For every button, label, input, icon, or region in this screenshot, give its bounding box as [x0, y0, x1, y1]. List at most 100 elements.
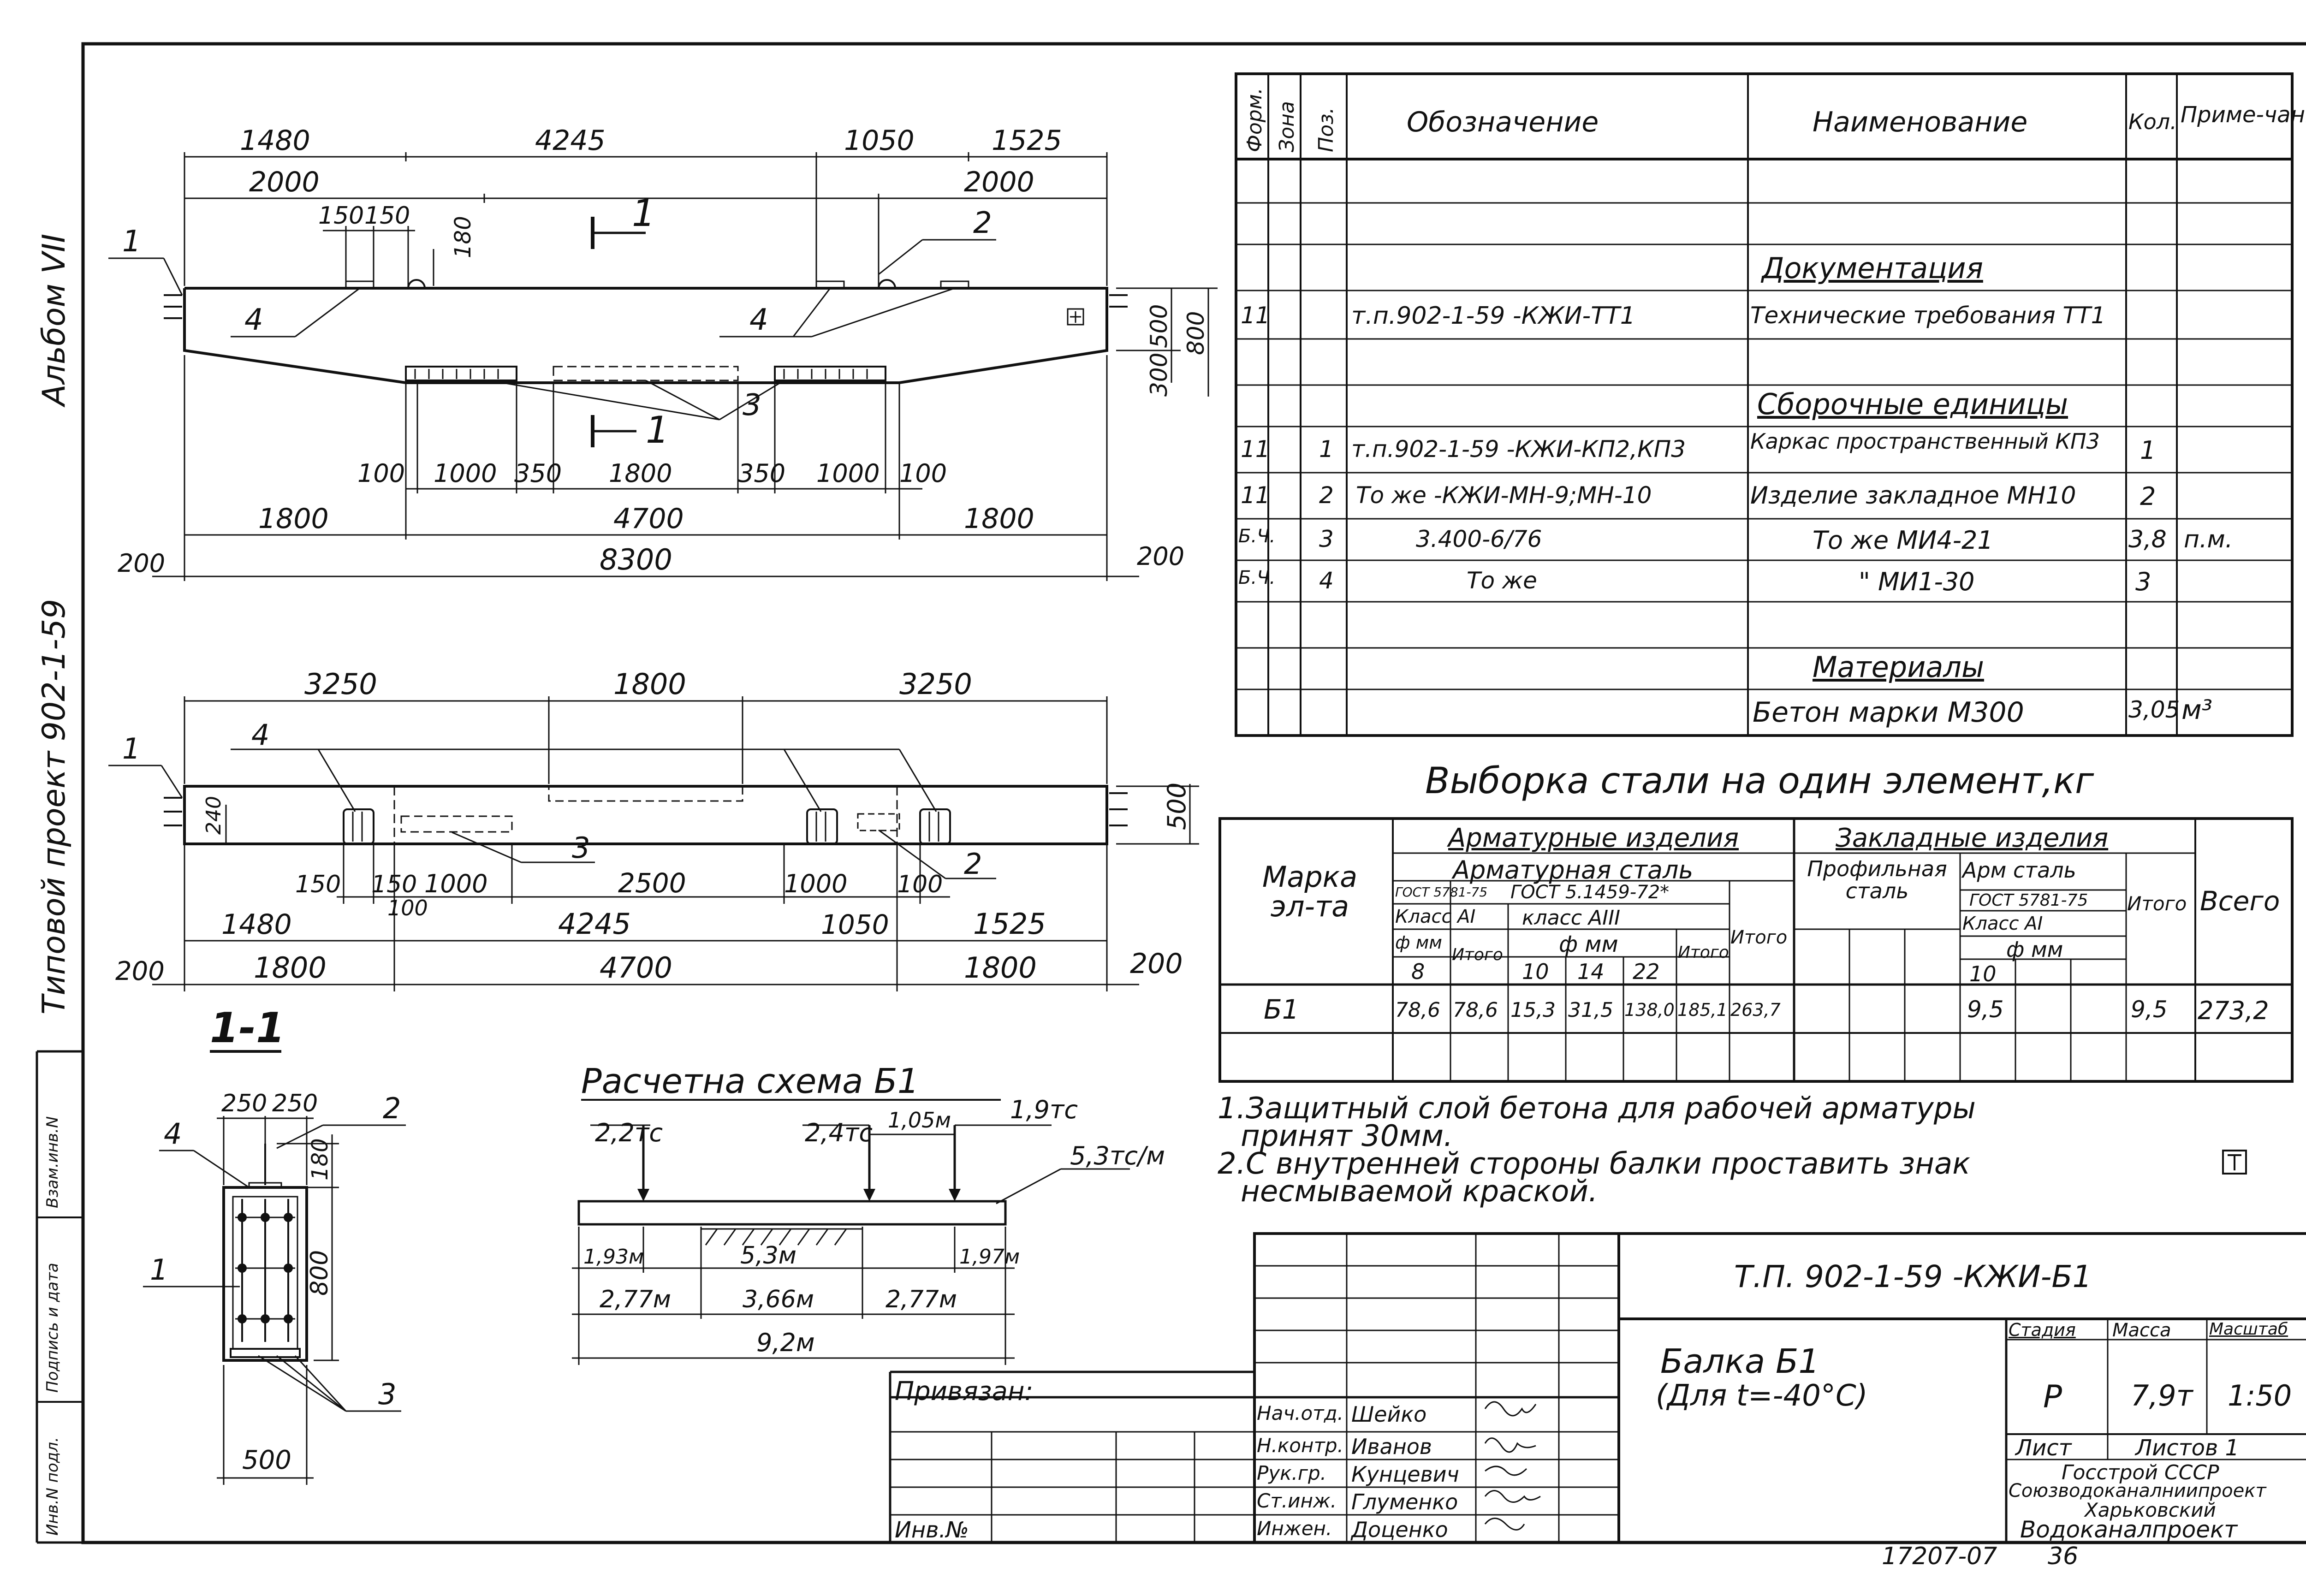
sec-callout-3: 3 [378, 1377, 396, 1411]
load-2-4: 2,4тс [805, 1118, 873, 1147]
steel-h-class2: Класс АI [1962, 913, 2043, 934]
rdim-500: 500 [1146, 304, 1172, 348]
steel-h-classA1: Класс АI [1395, 906, 1476, 927]
spec-r6-oboz: То же [1467, 567, 1537, 594]
sec-callout-2: 2 [383, 1092, 401, 1125]
stamp-role-1: Нач.отд. [1257, 1402, 1344, 1424]
section-title: 1-1 [210, 1004, 285, 1052]
steel-h-fmm2: ф мм [1559, 931, 1618, 957]
steel-h-marka: Марка эл-та [1262, 860, 1358, 923]
load-scheme: Расчетна схема Б1 2,2тс 2,4тс 1,05м 1,9т… [572, 1062, 1165, 1365]
note-2: 2.С внутренней стороны балки проставить … [1218, 1147, 1970, 1181]
stamp-massa: 7,9т [2131, 1379, 2193, 1412]
spec-r6-name: " МИ1-30 [1859, 567, 1975, 596]
spec-h-prim: Приме-чание [2181, 102, 2306, 128]
p3-4700: 4700 [600, 951, 672, 985]
load-5-3: 5,3тс/м [1070, 1141, 1165, 1170]
bdim-350b: 350 [738, 459, 785, 488]
spec-r5-oboz: 3.400-6/76 [1416, 526, 1542, 552]
steel-row-marka: Б1 [1264, 994, 1299, 1025]
bdim-200a: 200 [118, 549, 165, 578]
pcallout-1: 1 [122, 732, 140, 765]
stamp-role-4: Ст.инж. [1257, 1489, 1337, 1512]
beam-elevation: 1480 4245 1050 1525 2000 2000 150 150 18… [108, 125, 1218, 581]
bdim-100a: 100 [357, 459, 405, 488]
project-label: Типовой проект 902-1-59 [36, 599, 72, 1015]
bdim2-1800a: 1800 [258, 503, 329, 535]
signature-5 [1484, 1518, 1525, 1531]
steel-h-fmm3: ф мм [2006, 937, 2063, 962]
sec-callout-4: 4 [164, 1117, 182, 1151]
footer-num: 17207-07 [1882, 1543, 1997, 1570]
steel-h-arm-stal: Арматурная сталь [1453, 855, 1694, 884]
callout-1: 1 [122, 225, 141, 259]
beam-plan: 3250 1800 3250 4 1 3 2 240 500 [108, 667, 1199, 991]
pdim-1800: 1800 [613, 667, 686, 701]
steel-h-itogo1: Итого [1452, 945, 1503, 964]
load-1-9: 1,9тс [1010, 1095, 1078, 1124]
steel-row-it1: 78,6 [1453, 998, 1498, 1022]
pcallout-4: 4 [251, 718, 269, 752]
steel-row-d10: 15,3 [1510, 998, 1556, 1022]
stamp-masshtab-h: Масштаб [2209, 1320, 2288, 1339]
vzam-label: Взам.инв.N [43, 1116, 62, 1208]
rdim-800: 800 [1183, 311, 1209, 355]
p-150b: 150 [371, 871, 417, 898]
signature-4 [1484, 1490, 1541, 1503]
note-sign-icon [2222, 1150, 2247, 1175]
spec-h-poz: Поз. [1314, 107, 1338, 152]
spec-h-form: Форм. [1243, 88, 1266, 152]
sec-250a: 250 [221, 1090, 267, 1117]
p-1000b: 1000 [784, 869, 847, 898]
steel-h-arm-stal2: Арм сталь [1962, 858, 2076, 883]
steel-table: Выборка стали на один элемент,кг [1218, 760, 2294, 1083]
steel-d10: 10 [1522, 959, 1549, 984]
rdim-300: 300 [1146, 353, 1172, 397]
sec-callout-1: 1 [150, 1253, 168, 1287]
steel-row-d8: 78,6 [1395, 998, 1440, 1022]
p2-1525: 1525 [973, 907, 1046, 941]
spec-r4-p: 2 [1319, 482, 1334, 509]
stamp-code: Т.П. 902-1-59 -КЖИ-Б1 [1734, 1259, 2092, 1294]
spec-r7-name: Материалы [1813, 650, 1984, 684]
bdim-1000a: 1000 [434, 459, 497, 488]
dim-1525: 1525 [992, 125, 1062, 157]
pcallout-3: 3 [572, 831, 590, 865]
steel-d14: 14 [1577, 959, 1605, 984]
spec-r5-p: 3 [1319, 526, 1334, 552]
steel-row-z10: 9,5 [1967, 996, 2004, 1023]
spec-r0-name: Документация [1762, 251, 1983, 285]
inv-podl-label: Инв.N подл. [43, 1437, 62, 1536]
spec-r6-f: Б.Ч. [1238, 567, 1276, 588]
signature-1 [1484, 1401, 1537, 1417]
stamp-listov: Листов 1 [2135, 1435, 2240, 1461]
pdim-240: 240 [202, 796, 226, 835]
stamp-role-2: Н.контр. [1257, 1434, 1343, 1457]
spec-table: Форм. Зона Поз. Обозначение Наименование… [1235, 72, 2306, 737]
spec-r6-kol: 3 [2135, 567, 2151, 596]
p2-1480: 1480 [221, 908, 292, 941]
spec-r5-prim: п.м. [2184, 526, 2233, 553]
spec-h-oboz: Обозначение [1407, 106, 1599, 138]
spec-r2-name: Сборочные единицы [1757, 387, 2068, 421]
pdim-3250a: 3250 [304, 667, 377, 701]
steel-h-gost1: ГОСТ 5781-75 [1395, 884, 1488, 900]
steel-row-d14: 31,5 [1568, 998, 1613, 1022]
steel-row-zit: 9,5 [2131, 996, 2168, 1023]
steel-h-vsego: Всего [2200, 885, 2280, 917]
bdim-350a: 350 [514, 459, 562, 488]
section-mark-bottom: 1 [646, 409, 669, 451]
spec-r8-name: Бетон марки М300 [1753, 696, 2024, 729]
pdim-500: 500 [1162, 783, 1191, 830]
spec-r5-kol: 3,8 [2128, 526, 2167, 553]
stamp-privyazan: Привязан: [895, 1376, 1034, 1406]
spec-r4-oboz: То же -КЖИ-МН-9;МН-10 [1356, 482, 1652, 509]
sec-800: 800 [306, 1250, 333, 1296]
p-150a: 150 [295, 871, 341, 898]
stamp-stadia-h: Стадия [2009, 1320, 2076, 1340]
stamp-inv: Инв.№ [895, 1517, 969, 1543]
note-1b: принят 30мм. [1241, 1119, 1453, 1153]
steel-d22: 22 [1633, 959, 1660, 984]
spec-h-zona: Зона [1275, 101, 1299, 152]
p2-1050: 1050 [821, 909, 889, 940]
